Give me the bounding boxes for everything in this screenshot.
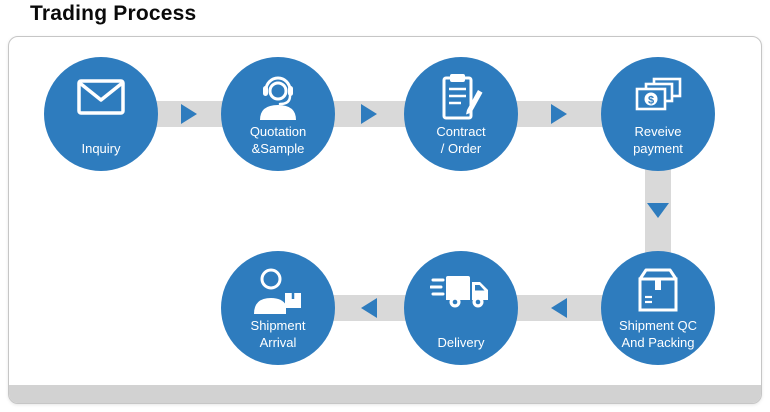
clipboard-pencil-icon <box>438 71 484 123</box>
dollar-sign: $ <box>648 95 654 107</box>
step-contract-order: Contract / Order <box>404 57 518 171</box>
step-label: Contract / Order <box>436 124 486 157</box>
step-label: Inquiry <box>81 141 121 157</box>
arrow-down-icon <box>647 203 669 218</box>
step-label: Shipment QC And Packing <box>618 318 698 351</box>
arrow-right-icon <box>361 104 377 124</box>
step-label: Delivery <box>437 335 485 351</box>
step-quotation-sample: Quotation &Sample <box>221 57 335 171</box>
step-delivery: Delivery <box>404 251 518 365</box>
page-title: Trading Process <box>30 2 197 25</box>
arrow-left-icon <box>361 298 377 318</box>
headset-agent-icon <box>253 71 303 123</box>
person-package-icon <box>251 265 305 317</box>
step-shipment-qc-packing: Shipment QC And Packing <box>601 251 715 365</box>
package-box-icon <box>634 265 682 317</box>
envelope-icon <box>76 71 126 123</box>
step-shipment-arrival: Shipment Arrival <box>221 251 335 365</box>
arrow-left-icon <box>551 298 567 318</box>
step-label: Quotation &Sample <box>249 124 307 157</box>
banknotes-icon: $ <box>632 71 684 123</box>
delivery-truck-icon <box>430 265 492 317</box>
step-inquiry: Inquiry <box>44 57 158 171</box>
process-panel: Inquiry Quotation &Sample <box>8 36 762 404</box>
step-label: Reveive payment <box>633 124 683 157</box>
panel-footer-strip <box>9 385 761 403</box>
arrow-right-icon <box>181 104 197 124</box>
step-label: Shipment Arrival <box>250 318 306 351</box>
arrow-right-icon <box>551 104 567 124</box>
step-receive-payment: $ Reveive payment <box>601 57 715 171</box>
